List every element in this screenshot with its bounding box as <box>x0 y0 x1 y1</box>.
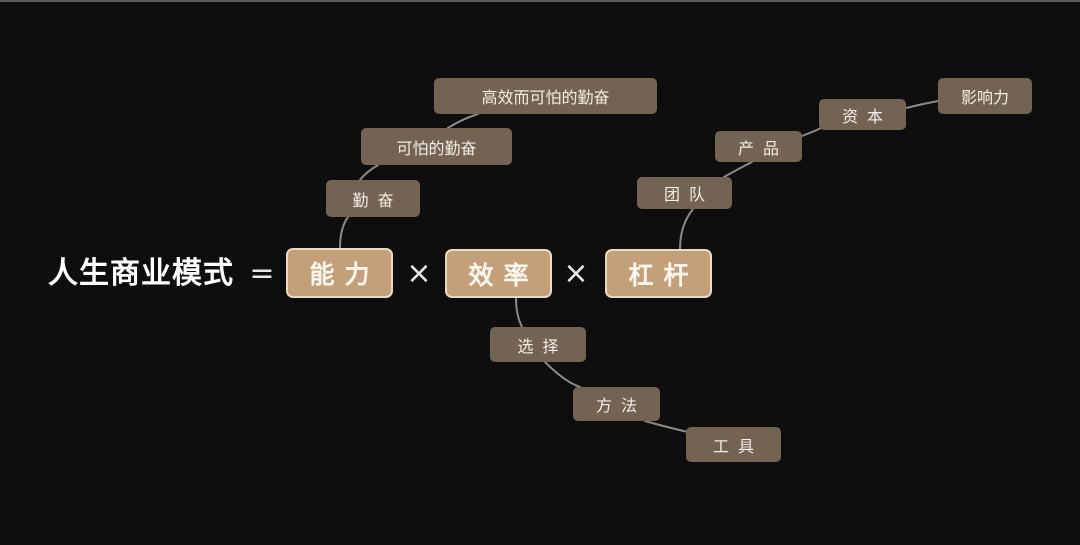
connector-leverage-to-tuandui <box>679 208 694 250</box>
connector-fangfa-to-gongju <box>644 420 689 433</box>
node-gaoxiao-er-kepa-de-qinfen: 高效而可怕的勤奋 <box>434 78 657 114</box>
top-border <box>0 0 1080 2</box>
node-kepa-de-qinfen: 可怕的勤奋 <box>361 128 512 165</box>
connector-kepa-to-gaoxiao <box>447 113 479 129</box>
factor-efficiency: 效率 <box>445 249 552 298</box>
multiply-sign-1: × <box>406 256 432 291</box>
connector-efficiency-to-xuanze <box>515 297 523 328</box>
connector-ability-to-qinfen <box>339 216 349 249</box>
node-fangfa: 方法 <box>573 387 660 421</box>
node-yingxiangli: 影响力 <box>938 78 1032 114</box>
connector-xuanze-to-fangfa <box>544 361 581 388</box>
factor-leverage: 杠杆 <box>605 249 712 298</box>
node-chanpin: 产品 <box>715 131 802 162</box>
node-xuanze: 选择 <box>490 327 586 362</box>
connector-ziben-to-yingxiangli <box>905 100 939 109</box>
equals-sign: = <box>249 256 275 291</box>
formula-title: 人生商业模式 <box>48 256 234 291</box>
node-ziben: 资本 <box>819 99 906 130</box>
node-gongju: 工具 <box>686 427 781 462</box>
connector-tuandui-to-chanpin <box>723 161 753 178</box>
multiply-sign-2: × <box>563 256 589 291</box>
factor-ability: 能力 <box>286 248 393 298</box>
connector-qinfen-to-kepa <box>359 164 379 181</box>
node-qinfen: 勤奋 <box>326 180 420 217</box>
node-tuandui: 团队 <box>637 177 732 209</box>
